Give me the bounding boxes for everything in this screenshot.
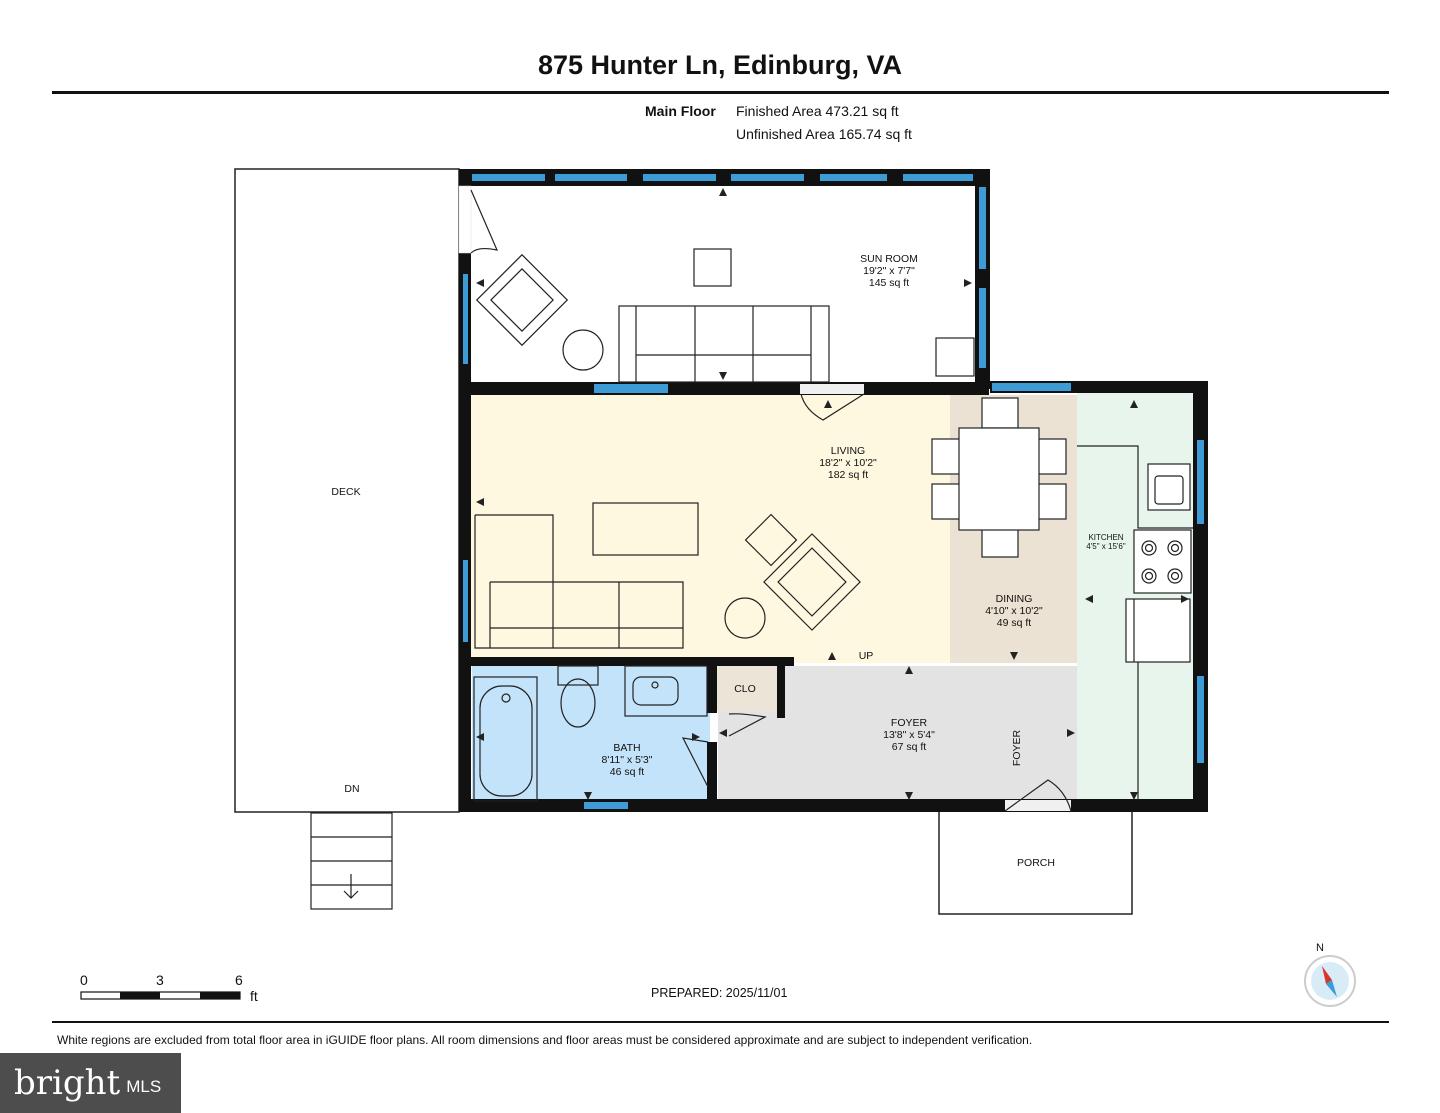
prepared-date: PREPARED: 2025/11/01	[651, 986, 788, 1000]
floor-name: Main Floor	[645, 103, 716, 119]
logo-brand: bright	[14, 1063, 121, 1103]
kitchen-fixtures	[1077, 445, 1193, 800]
scale-unit: ft	[250, 988, 258, 1004]
foyer-label: FOYER 13'8" x 5'4" 67 sq ft	[869, 717, 949, 753]
living-dims: 18'2" x 10'2"	[819, 457, 877, 469]
footer-rule	[52, 1021, 1389, 1023]
dining-set	[931, 397, 1067, 558]
living-fill	[470, 395, 950, 663]
closet-label: CLO	[734, 683, 756, 695]
sunroom-name: SUN ROOM	[860, 253, 918, 265]
unfinished-area: Unfinished Area 165.74 sq ft	[736, 126, 912, 142]
sunroom-windows	[463, 174, 986, 368]
sunroom-area: 145 sq ft	[868, 277, 910, 289]
compass-n-label: N	[1316, 942, 1324, 954]
foyer-vertical-label: FOYER	[1011, 729, 1023, 767]
foyer-dims: 13'8" x 5'4"	[883, 729, 935, 741]
porch-label: PORCH	[1017, 857, 1055, 869]
compass-icon	[1304, 955, 1356, 1007]
bath-area: 46 sq ft	[609, 766, 645, 778]
closet-fill	[716, 667, 780, 711]
page-title: 875 Hunter Ln, Edinburg, VA	[537, 50, 903, 80]
direction-markers	[476, 188, 1189, 800]
bright-mls-logo: bright MLS	[0, 1053, 181, 1113]
scale-bar	[80, 991, 241, 1000]
living-label: LIVING 18'2" x 10'2" 182 sq ft	[808, 445, 888, 481]
foyer-name: FOYER	[890, 717, 928, 729]
living-name: LIVING	[830, 445, 866, 457]
kitchen-name: KITCHEN	[1088, 533, 1124, 542]
scale-tick-6: 6	[235, 972, 243, 988]
title-rule	[52, 91, 1389, 94]
doors	[470, 189, 1072, 812]
scale-tick-0: 0	[80, 972, 88, 988]
scale-tick-3: 3	[156, 972, 164, 988]
sunroom-label: SUN ROOM 19'2" x 7'7" 145 sq ft	[849, 253, 929, 289]
porch	[938, 810, 1133, 915]
sunroom-furniture	[475, 248, 975, 383]
deck-label: DECK	[331, 486, 361, 498]
kitchen-dims: 4'5" x 15'6"	[1086, 542, 1126, 551]
main-windows	[463, 383, 1204, 809]
kitchen-label: KITCHEN 4'5" x 15'6"	[1078, 533, 1134, 551]
deck-down-label: DN	[344, 783, 360, 795]
finished-area: Finished Area 473.21 sq ft	[736, 103, 899, 119]
deck	[234, 168, 460, 813]
living-area: 182 sq ft	[827, 469, 869, 481]
living-furniture	[474, 502, 861, 649]
dining-name: DINING	[995, 593, 1033, 605]
bath-dims: 8'11" x 5'3"	[601, 754, 653, 766]
bath-name: BATH	[613, 742, 641, 754]
dining-area: 49 sq ft	[996, 617, 1032, 629]
bath-fixtures	[473, 665, 708, 802]
foyer-area: 67 sq ft	[891, 741, 927, 753]
deck-stairs	[310, 812, 393, 910]
stairs-up-label: UP	[858, 650, 874, 662]
logo-mls: MLS	[126, 1077, 162, 1096]
disclaimer: White regions are excluded from total fl…	[57, 1033, 1033, 1047]
dining-label: DINING 4'10" x 10'2" 49 sq ft	[974, 593, 1054, 629]
dining-dims: 4'10" x 10'2"	[985, 605, 1043, 617]
bath-label: BATH 8'11" x 5'3" 46 sq ft	[587, 742, 667, 778]
sunroom-dims: 19'2" x 7'7"	[863, 265, 915, 277]
